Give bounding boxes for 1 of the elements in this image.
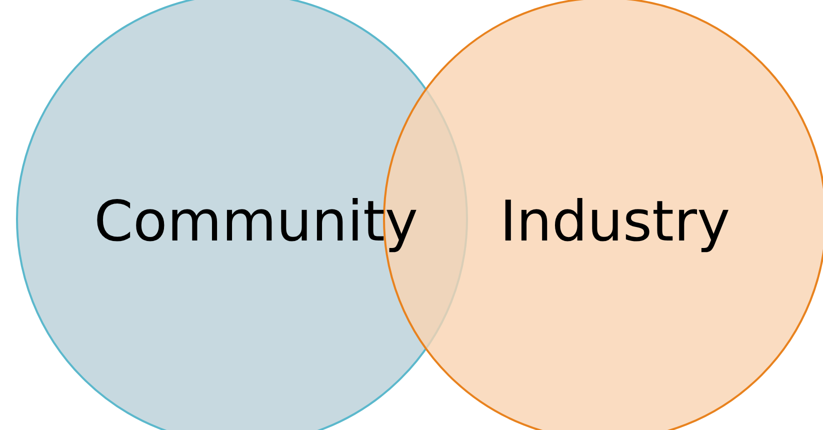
circle-label: Industry: [500, 190, 730, 254]
